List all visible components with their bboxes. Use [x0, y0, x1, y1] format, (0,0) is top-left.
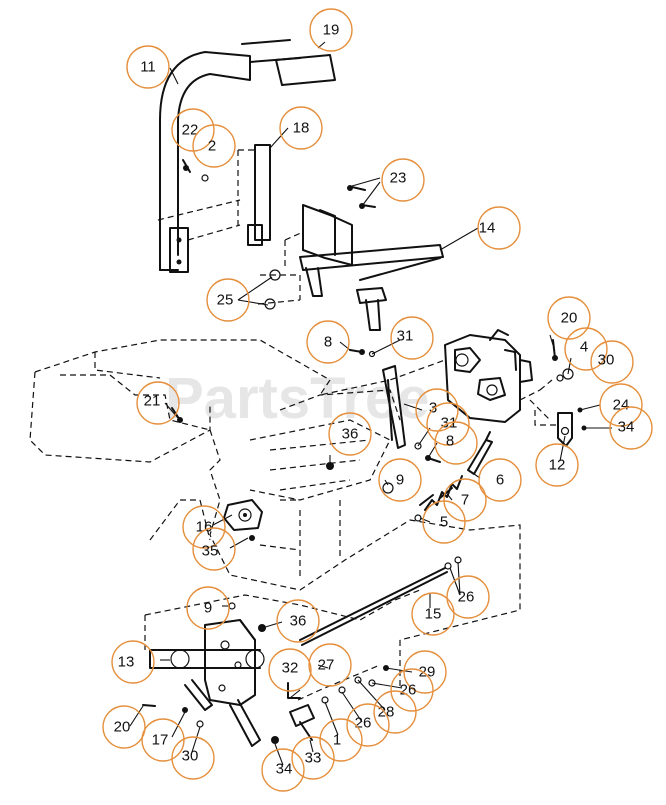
- svg-text:9: 9: [204, 600, 212, 617]
- svg-text:26: 26: [355, 715, 372, 732]
- svg-text:14: 14: [479, 220, 496, 237]
- svg-text:35: 35: [202, 543, 219, 560]
- svg-text:20: 20: [561, 310, 578, 327]
- transmission-pump: [444, 329, 587, 447]
- callout-12: 12: [535, 443, 579, 487]
- svg-text:24: 24: [613, 397, 630, 414]
- callout-8-top: 8: [306, 320, 350, 364]
- callout-14: 14: [477, 206, 521, 250]
- callout-32: 32: [268, 648, 312, 692]
- svg-text:2: 2: [208, 138, 216, 155]
- callout-20-right: 20: [547, 296, 591, 340]
- svg-text:12: 12: [549, 457, 566, 474]
- svg-text:8: 8: [324, 334, 332, 351]
- svg-text:7: 7: [461, 492, 469, 509]
- callout-33: 33: [291, 736, 335, 780]
- frame-outline: [29, 339, 551, 690]
- handle-assembly: [157, 39, 444, 331]
- svg-text:23: 23: [390, 170, 407, 187]
- callout-34-bottom: 34: [261, 748, 305, 792]
- callout-29: 29: [403, 650, 447, 694]
- callout-36-mid: 36: [328, 412, 372, 456]
- callout-17: 17: [141, 718, 185, 762]
- svg-text:27: 27: [318, 657, 335, 674]
- middle-linkage: [171, 349, 493, 646]
- callouts: 19 11 18 22 2 23 14 25 8 31 20 4 30 21 3…: [102, 8, 653, 792]
- callout-30-left: 30: [171, 736, 215, 780]
- svg-text:20: 20: [114, 719, 131, 736]
- svg-text:36: 36: [342, 426, 359, 443]
- callout-24: 24: [599, 383, 643, 427]
- callout-9-mid: 9: [378, 458, 422, 502]
- svg-text:15: 15: [425, 606, 442, 623]
- leader-lines: [129, 41, 612, 766]
- callout-19: 19: [309, 8, 353, 52]
- callout-3: 3: [415, 388, 459, 432]
- svg-text:6: 6: [496, 472, 504, 489]
- svg-text:34: 34: [276, 761, 293, 778]
- svg-text:16: 16: [196, 519, 213, 536]
- callout-11: 11: [126, 45, 170, 89]
- svg-text:11: 11: [140, 59, 156, 76]
- svg-text:31: 31: [397, 328, 414, 345]
- callout-15: 15: [411, 592, 455, 636]
- svg-text:33: 33: [305, 750, 322, 767]
- callout-20-left: 20: [102, 705, 146, 749]
- svg-text:3: 3: [429, 400, 437, 417]
- svg-text:13: 13: [118, 654, 135, 671]
- callout-2: 2: [192, 124, 236, 168]
- svg-text:26: 26: [458, 589, 475, 606]
- callout-13: 13: [111, 640, 155, 684]
- svg-text:22: 22: [182, 122, 199, 139]
- callout-30-right: 30: [590, 340, 634, 384]
- svg-text:17: 17: [152, 732, 169, 749]
- callout-16: 16: [182, 505, 226, 549]
- callout-21: 21: [136, 381, 180, 425]
- callout-34-right: 34: [609, 406, 653, 450]
- callout-8-mid: 8: [434, 421, 478, 465]
- callout-25: 25: [206, 278, 250, 322]
- callout-27: 27: [308, 643, 352, 687]
- callout-35: 35: [192, 527, 236, 571]
- callout-28: 28: [373, 690, 417, 734]
- callout-36-low: 36: [276, 599, 320, 643]
- svg-text:36: 36: [290, 613, 307, 630]
- svg-text:34: 34: [618, 419, 635, 436]
- svg-text:21: 21: [144, 393, 161, 410]
- callout-31-top: 31: [390, 316, 434, 360]
- svg-text:18: 18: [293, 120, 310, 137]
- svg-text:30: 30: [182, 748, 199, 765]
- svg-text:29: 29: [419, 664, 436, 681]
- svg-text:8: 8: [446, 433, 454, 450]
- callout-4: 4: [564, 327, 608, 371]
- callout-1: 1: [319, 718, 363, 762]
- callout-6: 6: [478, 458, 522, 502]
- svg-text:4: 4: [580, 339, 588, 356]
- svg-text:26: 26: [400, 682, 417, 699]
- callout-26-upper: 26: [390, 668, 434, 712]
- callout-5: 5: [422, 500, 466, 544]
- callout-18: 18: [279, 106, 323, 150]
- svg-text:32: 32: [282, 660, 299, 677]
- svg-text:9: 9: [396, 472, 404, 489]
- callout-9-low: 9: [186, 586, 230, 630]
- watermark: PartsTree: [165, 366, 429, 431]
- svg-text:19: 19: [323, 22, 340, 39]
- svg-text:1: 1: [333, 732, 341, 749]
- lower-linkage: [142, 602, 389, 747]
- callout-23: 23: [381, 158, 425, 202]
- svg-text:5: 5: [440, 514, 448, 531]
- callout-26-cable: 26: [446, 575, 490, 619]
- callout-7: 7: [443, 478, 487, 522]
- callout-26-lower: 26: [346, 703, 390, 747]
- svg-text:30: 30: [598, 352, 615, 369]
- svg-text:28: 28: [378, 704, 395, 721]
- svg-text:25: 25: [217, 292, 234, 309]
